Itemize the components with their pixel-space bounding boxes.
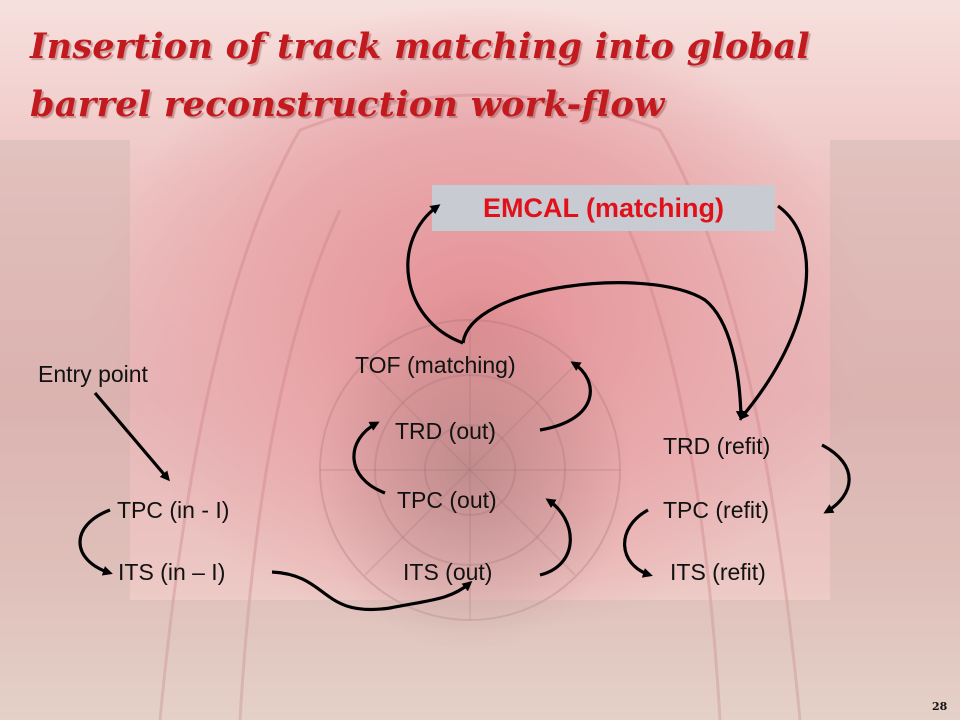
tof-to-emcal-arrow <box>406 204 464 345</box>
trd-out-label: TRD (out) <box>395 418 496 444</box>
tpc-refit-label: TPC (refit) <box>663 497 770 523</box>
trd-out-to-tof-arrow <box>539 361 592 432</box>
its-in-label: ITS (in – I) <box>118 559 226 585</box>
tpc-out-to-trd-out-arrow <box>352 421 386 495</box>
tof-to-trd-refit-arrow <box>461 281 746 421</box>
emcal-to-trd-refit-arrow <box>739 204 809 421</box>
tpc-out-label: TPC (out) <box>397 487 497 513</box>
its-out-label: ITS (out) <box>403 559 493 585</box>
tpc-refit-to-its-refit-arrow <box>623 508 653 578</box>
tpc-in-to-its-in-arrow <box>78 508 113 576</box>
slide-title-line-1: Insertion of track matching into global <box>30 26 811 67</box>
tpc-in-label: TPC (in - I) <box>117 497 230 523</box>
entry-arrow <box>93 391 170 482</box>
its-out-to-tpc-out-arrow <box>539 498 572 577</box>
tof-matching-label: TOF (matching) <box>355 352 516 378</box>
trd-refit-label: TRD (refit) <box>663 433 771 459</box>
page-number: 28 <box>932 700 948 713</box>
slide-title-line-2: barrel reconstruction work-flow <box>30 84 665 125</box>
emcal-matching-box: EMCAL (matching) <box>432 185 775 231</box>
its-refit-label: ITS (refit) <box>670 559 766 585</box>
its-in-to-its-out-arrow <box>271 570 473 611</box>
emcal-matching-label: EMCAL (matching) <box>483 193 724 223</box>
trd-refit-to-tpc-refit-arrow <box>821 443 851 514</box>
entry-point-label: Entry point <box>38 361 148 387</box>
